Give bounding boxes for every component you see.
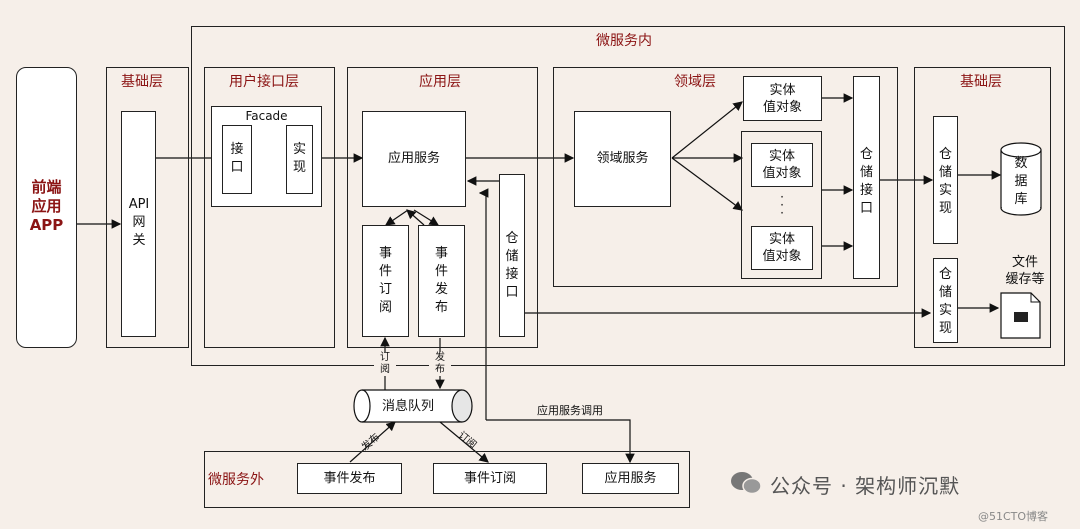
- database-label: 数 据 库: [1014, 156, 1028, 207]
- domain-layer-title: 领域层: [674, 74, 716, 90]
- domain-repo-interface-box: [853, 76, 880, 279]
- database-cylinder: [1000, 142, 1042, 216]
- entity-box-2: [751, 143, 813, 187]
- arrow-call-to-appservice: [478, 188, 489, 420]
- repo-impl-label-2: 仓 储 实 现: [938, 267, 952, 336]
- entity-box-1: [743, 76, 822, 121]
- base-layer-left: [106, 67, 189, 348]
- frontend-app-box: [16, 67, 77, 348]
- user-interface-layer-title: 用户接口层: [229, 74, 299, 90]
- base-layer-right-title: 基础层: [960, 74, 1002, 90]
- file-cache-document-icon: [1000, 292, 1041, 339]
- message-queue-label: 消息队列: [381, 399, 434, 414]
- event-publish-label: 事 件 发 布: [434, 246, 448, 315]
- interface-label: 接 口: [230, 142, 244, 175]
- event-subscribe-box: [362, 225, 409, 337]
- ext-app-service-label: 应用服务: [604, 471, 657, 486]
- arrow-domain-to-entity3: [671, 157, 743, 211]
- frontend-app-label: 前端 应用 APP: [29, 178, 64, 234]
- repo-impl-label-1: 仓 储 实 现: [938, 147, 952, 216]
- entity-group-box: [741, 131, 822, 279]
- ext-app-service-box: [582, 463, 679, 494]
- repo-impl-box-2: [933, 258, 958, 343]
- app-repo-interface-box: [499, 174, 525, 337]
- watermark-text: 公众号 · 架构师沉默: [770, 474, 961, 498]
- domain-service-box: [574, 111, 671, 207]
- entity-box-3: [751, 226, 813, 270]
- arrow-publish-to-appservice: [406, 209, 425, 226]
- entity-label-1: 实体 值对象: [762, 83, 802, 115]
- api-gateway-label: API 网 关: [128, 197, 150, 248]
- event-publish-box: [418, 225, 465, 337]
- impl-box: [286, 125, 313, 194]
- microservice-outer-frame: [204, 451, 690, 508]
- arrow-domain-to-entity1: [671, 101, 743, 159]
- app-repo-interface-label: 仓 储 接 口: [505, 231, 519, 300]
- app-service-box: [362, 111, 466, 207]
- app-service-label: 应用服务: [387, 151, 440, 166]
- domain-service-label: 领域服务: [596, 151, 649, 166]
- impl-label: 实 现: [292, 142, 306, 175]
- domain-repo-interface-label: 仓 储 接 口: [859, 147, 873, 216]
- user-interface-layer: [204, 67, 335, 348]
- entity-ellipsis: · · ·: [780, 190, 784, 220]
- repo-impl-box-1: [933, 116, 958, 244]
- microservice-outer-title: 微服务外: [208, 472, 264, 488]
- watermark-sub: @51CTO博客: [978, 510, 1049, 523]
- base-layer-left-title: 基础层: [121, 74, 163, 90]
- arrow-mq-to-ext-subscribe: [439, 421, 489, 463]
- application-layer-title: 应用层: [419, 74, 461, 90]
- app-service-call-label: 应用服务调用: [537, 404, 603, 417]
- mq-publish-label: 发 布: [429, 352, 451, 376]
- ext-event-subscribe-box: [433, 463, 547, 494]
- wechat-icon: [730, 470, 762, 496]
- base-layer-right: [914, 67, 1051, 348]
- application-layer: [347, 67, 538, 348]
- mq-subscribe-label: 订 阅: [374, 352, 396, 376]
- facade-label: Facade: [245, 109, 288, 123]
- arrow-publish-to-appservice-b: [413, 209, 440, 226]
- entity-label-2: 实体 值对象: [762, 149, 802, 181]
- microservice-inner-frame: [191, 26, 1065, 366]
- ext-event-publish-box: [297, 463, 402, 494]
- domain-layer: [553, 67, 898, 287]
- ext-event-subscribe-label: 事件订阅: [463, 471, 516, 486]
- arrow-ext-publish-to-mq: [349, 421, 396, 463]
- api-gateway-box: [121, 111, 156, 337]
- message-queue-cylinder: [353, 389, 473, 423]
- ext-event-publish-label: 事件发布: [323, 471, 376, 486]
- event-subscribe-label: 事 件 订 阅: [378, 246, 392, 315]
- entity-label-3: 实体 值对象: [762, 232, 802, 264]
- arrow-call-to-ext-appservice: [486, 419, 635, 464]
- interface-box: [222, 125, 252, 194]
- arrow-appservice-to-subscribe: [385, 209, 409, 226]
- file-cache-label: 文件 缓存等: [1005, 255, 1045, 287]
- microservice-inner-title: 微服务内: [596, 33, 652, 49]
